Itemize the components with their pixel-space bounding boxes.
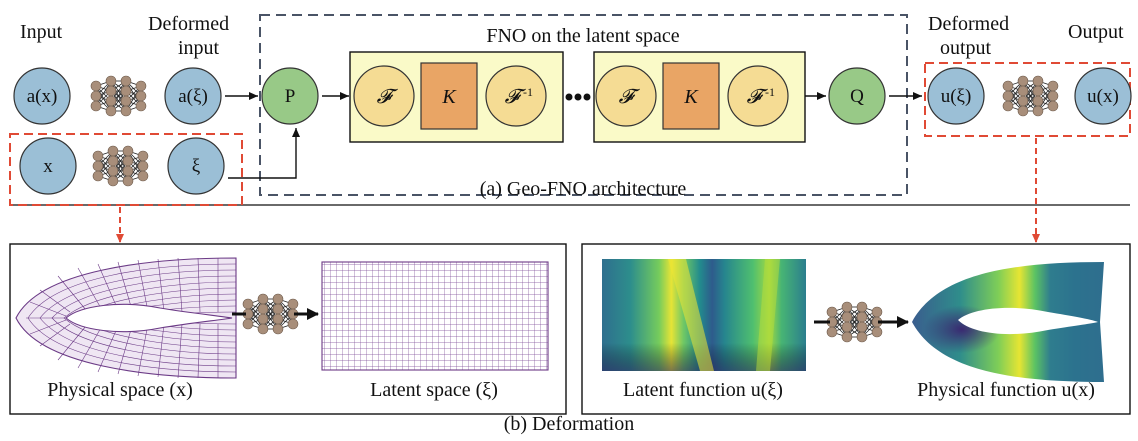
input-deformation-box xyxy=(9,133,243,206)
fourier-transform-2 xyxy=(595,65,657,127)
neural-net-icon xyxy=(826,301,883,343)
ellipsis-dots xyxy=(565,93,591,101)
deformed-input-label-1: Deformed xyxy=(148,13,229,35)
inverse-sup-2: -1 xyxy=(765,85,775,99)
node-u-x-label: u(x) xyxy=(1087,86,1119,107)
arrow-xi-to-p xyxy=(228,128,300,179)
input-label: Input xyxy=(20,21,63,43)
deformation-panel-function xyxy=(581,243,1131,415)
fno-title: FNO on the latent space xyxy=(486,25,679,47)
node-u-xi-label: u(ξ) xyxy=(941,86,972,107)
kernel-op-1: K xyxy=(441,86,457,108)
kernel-2 xyxy=(662,62,720,130)
caption-a: (a) Geo-FNO architecture xyxy=(480,178,687,200)
node-x-label: x xyxy=(43,156,53,177)
inverse-fourier-1 xyxy=(485,65,547,127)
node-a-xi-label: a(ξ) xyxy=(178,86,208,107)
deformed-output-label-1: Deformed xyxy=(928,13,1009,35)
deformation-panel-mesh xyxy=(9,243,567,415)
node-a-xi xyxy=(164,67,222,125)
deformed-output-label-2: output xyxy=(940,37,992,59)
deformed-input-label-2: input xyxy=(178,37,220,59)
inverse-fourier-2 xyxy=(727,65,789,127)
neural-net-icon xyxy=(242,293,299,335)
kernel-1 xyxy=(420,62,478,130)
node-q-label: Q xyxy=(850,86,864,107)
latent-function-label: Latent function u(ξ) xyxy=(623,379,783,401)
latent-function-heatmap xyxy=(602,259,806,371)
node-a-x xyxy=(13,67,71,125)
physical-function-label: Physical function u(x) xyxy=(917,379,1095,401)
kernel-op-2: K xyxy=(683,86,699,108)
neural-net-icon xyxy=(92,145,149,187)
physical-mesh xyxy=(15,257,237,379)
physical-space-label: Physical space (x) xyxy=(47,379,193,401)
node-xi-label: ξ xyxy=(192,156,201,177)
fourier-transform-1 xyxy=(353,65,415,127)
fno-frame xyxy=(259,14,908,196)
latent-space-label: Latent space (ξ) xyxy=(370,379,498,401)
latent-mesh xyxy=(321,261,549,371)
inverse-sup-1: -1 xyxy=(523,85,533,99)
neural-net-icon xyxy=(90,75,147,117)
node-q xyxy=(828,67,886,125)
node-p xyxy=(261,67,319,125)
node-a-x-label: a(x) xyxy=(27,86,58,107)
neural-net-icon xyxy=(1002,75,1059,117)
node-p-label: P xyxy=(285,86,296,107)
physical-function-field xyxy=(912,262,1104,382)
caption-b: (b) Deformation xyxy=(504,413,635,435)
node-x xyxy=(19,137,77,195)
output-label: Output xyxy=(1068,21,1124,43)
node-u-x xyxy=(1074,67,1132,125)
node-xi xyxy=(167,137,225,195)
node-u-xi xyxy=(927,67,985,125)
